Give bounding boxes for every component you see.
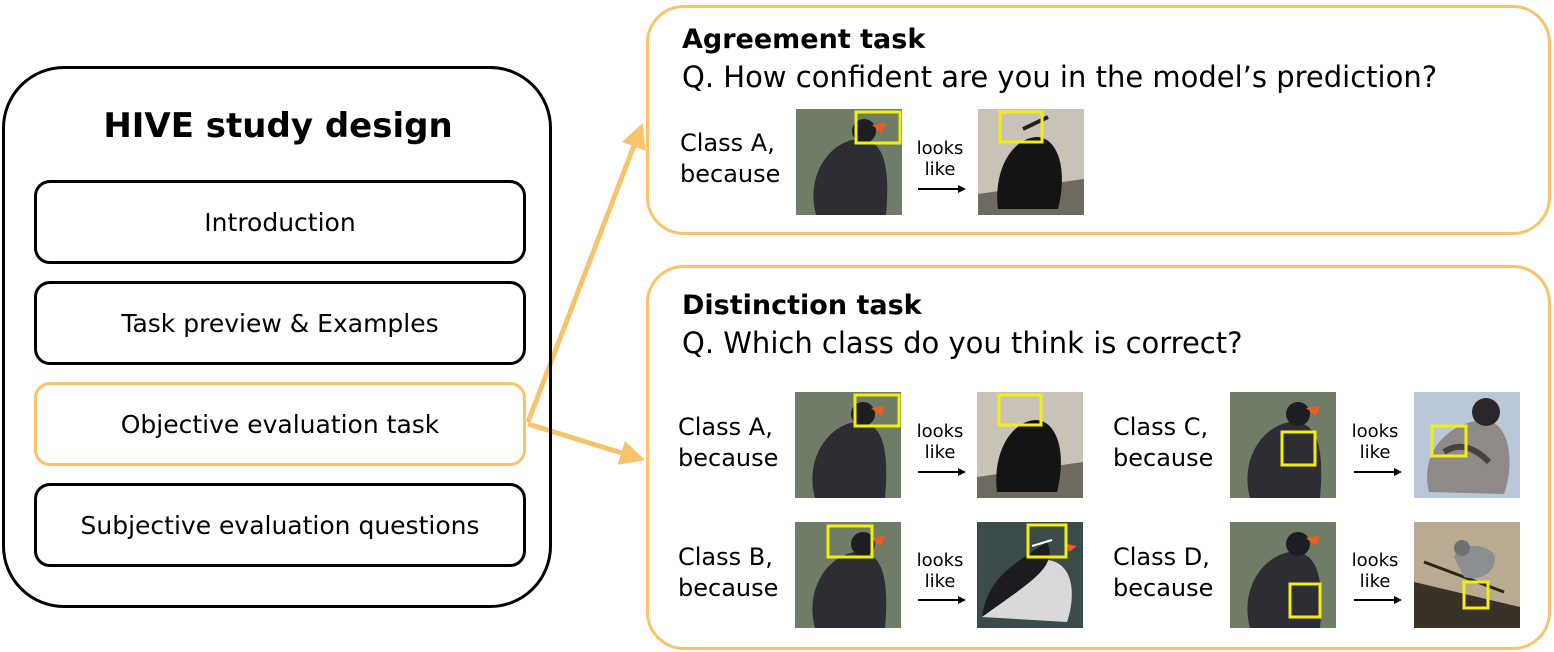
class-c-arrow bbox=[1354, 468, 1402, 476]
step-task-preview: Task preview & Examples bbox=[34, 281, 526, 365]
step-objective-evaluation: Objective evaluation task bbox=[34, 382, 526, 466]
class-a-label: Class A, because bbox=[678, 413, 779, 472]
class-b-arrow bbox=[918, 596, 966, 604]
class-a-query-image bbox=[795, 392, 901, 498]
distinction-task-title: Distinction task bbox=[682, 290, 922, 321]
class-d-prototype-image bbox=[1414, 522, 1520, 628]
query-bird-image bbox=[796, 109, 902, 215]
class-b-looks-like: looks like bbox=[916, 550, 964, 592]
class-d-looks-like: looks like bbox=[1351, 550, 1399, 592]
looks-like-arrow bbox=[918, 185, 966, 193]
prototype-bird-image bbox=[978, 109, 1084, 215]
class-d-arrow bbox=[1354, 596, 1402, 604]
class-b-query-image bbox=[795, 522, 901, 628]
class-a-looks-like: looks like bbox=[916, 421, 964, 463]
study-design-title: HIVE study design bbox=[103, 106, 453, 146]
looks-like-text: looks like bbox=[916, 138, 964, 180]
agreement-task-title: Agreement task bbox=[682, 24, 926, 55]
class-b-label: Class B, because bbox=[678, 543, 779, 602]
agreement-class-label: Class A, because bbox=[680, 129, 781, 188]
class-c-query-image bbox=[1230, 392, 1336, 498]
agreement-question: Q. How confident are you in the model’s … bbox=[682, 60, 1438, 94]
class-c-label: Class C, because bbox=[1113, 413, 1214, 472]
class-a-arrow bbox=[918, 468, 966, 476]
distinction-question: Q. Which class do you think is correct? bbox=[682, 326, 1243, 360]
class-c-looks-like: looks like bbox=[1351, 421, 1399, 463]
class-b-prototype-image bbox=[977, 522, 1083, 628]
study-design-panel bbox=[2, 66, 552, 608]
class-c-prototype-image bbox=[1414, 392, 1520, 498]
arrow-to-distinction bbox=[527, 421, 646, 465]
class-d-query-image bbox=[1230, 522, 1336, 628]
step-subjective-evaluation: Subjective evaluation questions bbox=[34, 483, 526, 567]
class-d-label: Class D, because bbox=[1113, 543, 1214, 602]
arrow-to-agreement bbox=[525, 122, 646, 423]
class-a-prototype-image bbox=[977, 392, 1083, 498]
step-introduction: Introduction bbox=[34, 180, 526, 264]
